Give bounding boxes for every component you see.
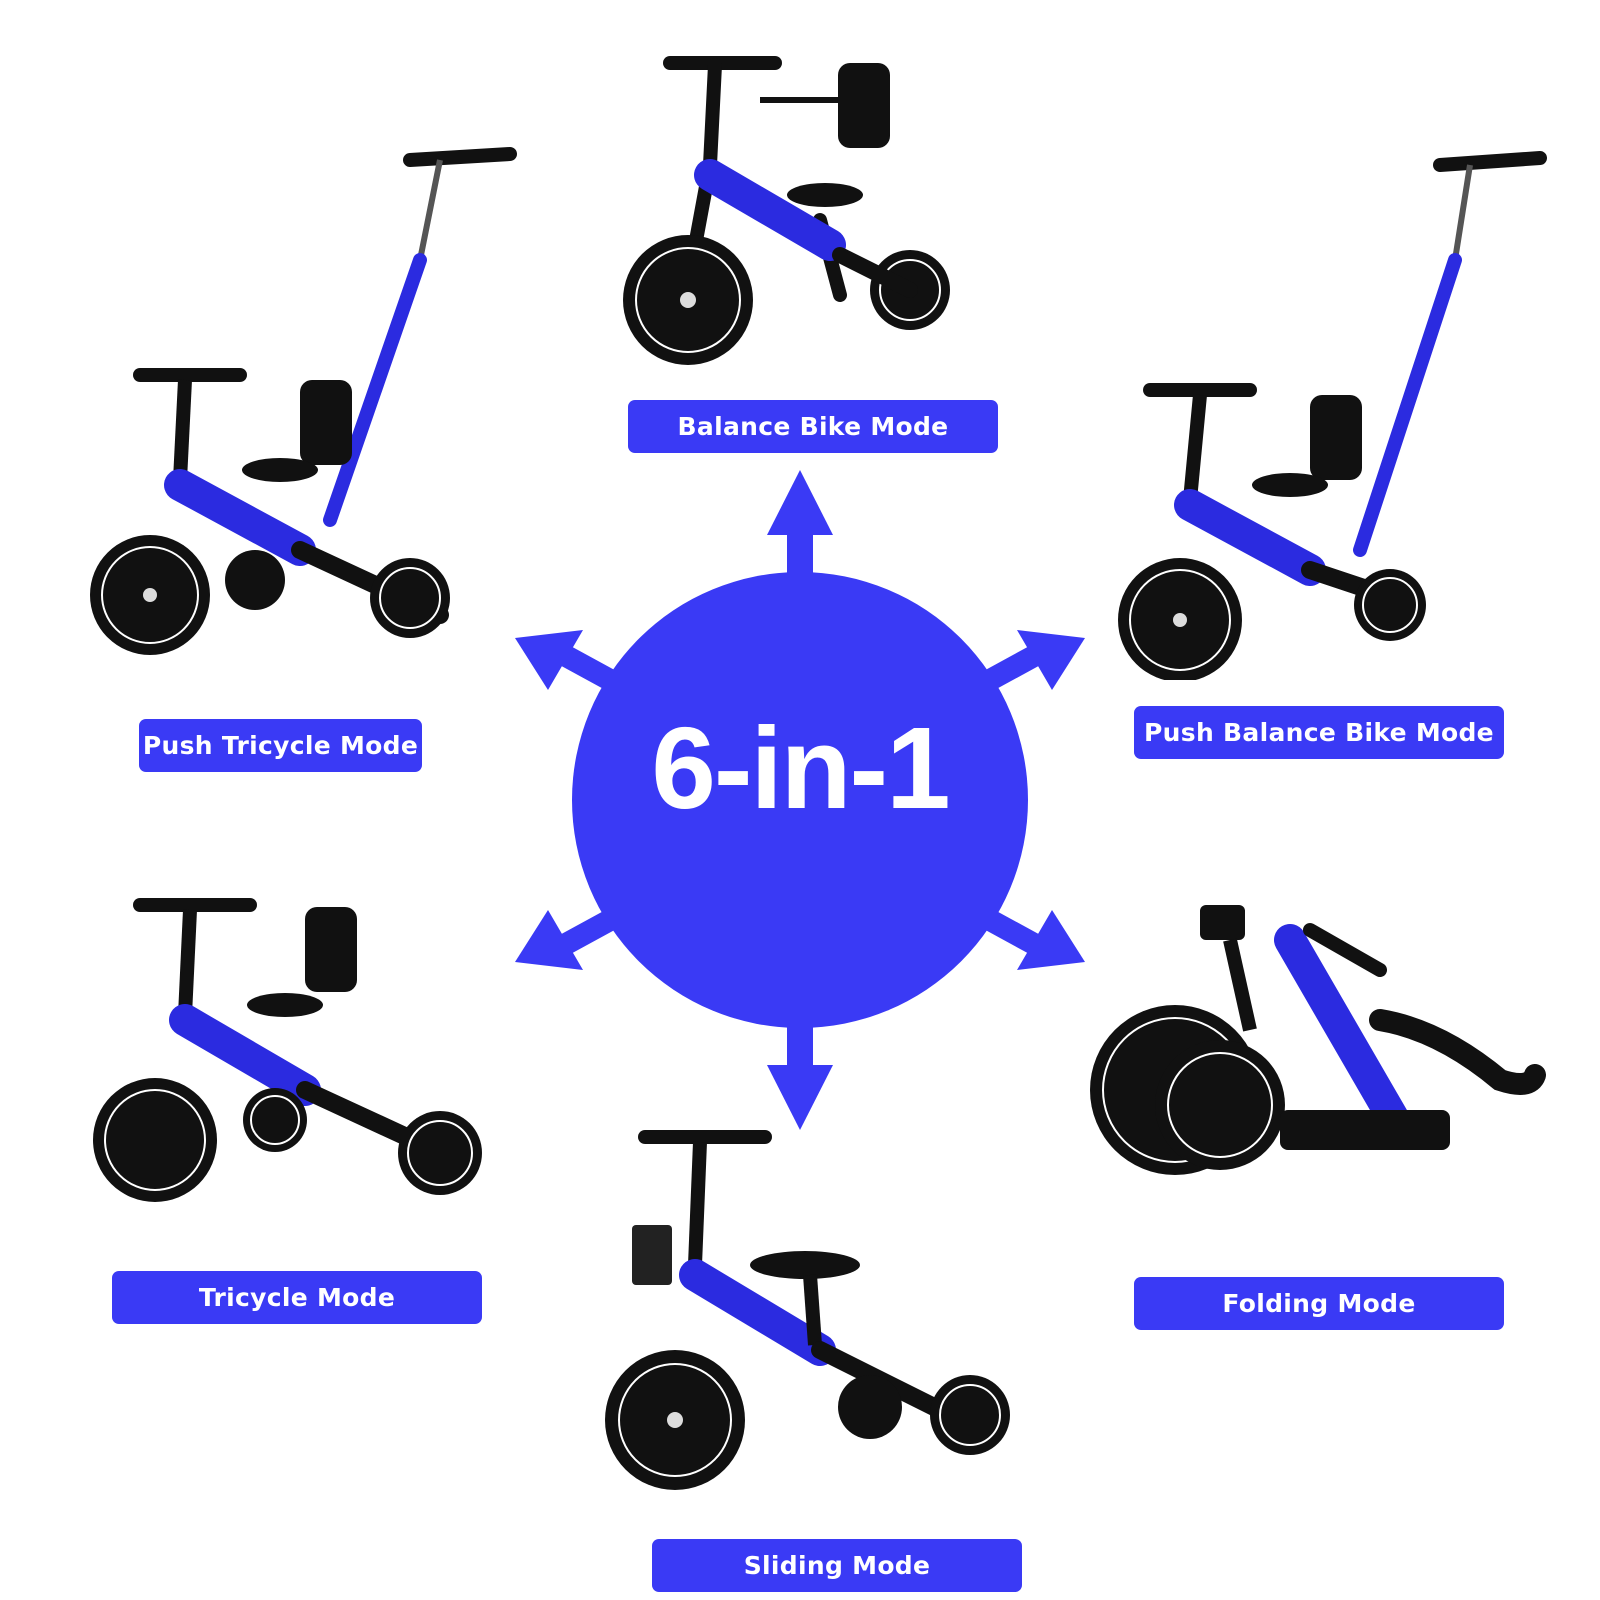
center-circle — [572, 572, 1028, 1028]
arrow-up-right-icon — [1017, 630, 1085, 690]
folding-bike-image — [1090, 905, 1546, 1175]
arrow-down-left-icon — [515, 910, 583, 970]
balance-bike-image — [623, 56, 950, 365]
label-push-tricycle-mode: Push Tricycle Mode — [139, 719, 422, 772]
arrow-down-right-icon — [1017, 910, 1085, 970]
push-balance-bike-image — [1118, 151, 1547, 680]
arrow-up-icon — [767, 470, 833, 535]
sliding-bike-image — [605, 1130, 1010, 1490]
push-tricycle-image — [90, 147, 517, 655]
arrow-down-icon — [767, 1065, 833, 1130]
tricycle-image — [93, 898, 482, 1202]
arrow-up-left-icon — [515, 630, 583, 690]
label-sliding-mode: Sliding Mode — [652, 1539, 1022, 1592]
center-title: 6-in-1 — [651, 703, 950, 833]
label-folding-mode: Folding Mode — [1134, 1277, 1504, 1330]
label-balance-bike-mode: Balance Bike Mode — [628, 400, 998, 453]
label-push-balance-bike-mode: Push Balance Bike Mode — [1134, 706, 1504, 759]
label-tricycle-mode: Tricycle Mode — [112, 1271, 482, 1324]
